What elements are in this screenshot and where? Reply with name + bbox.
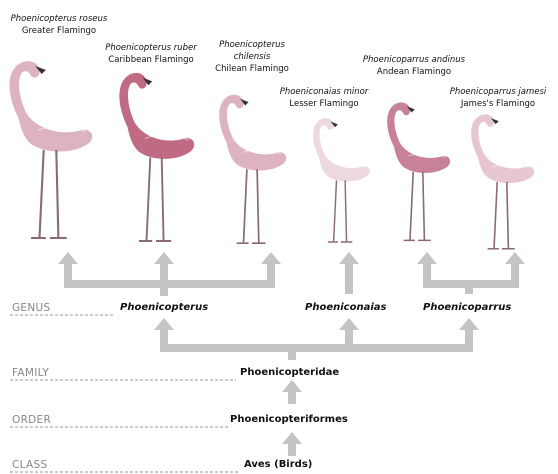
flamingo-icon	[387, 102, 450, 240]
family-value: Phoenicopteridae	[240, 367, 339, 378]
class-value: Aves (Birds)	[244, 459, 312, 470]
flamingo-icon	[471, 114, 534, 248]
genus-phoenicopterus: Phoenicopterus	[120, 302, 208, 313]
species-caption-james: Phoenicoparrus jamesi James's Flamingo	[440, 86, 556, 110]
order-value: Phoenicopteriformes	[230, 414, 348, 425]
family-connector-arrows	[154, 318, 479, 360]
species-caption-lesser: Phoeniconaias minor Lesser Flamingo	[268, 86, 380, 110]
rank-label-genus: GENUS	[12, 302, 50, 314]
class-connector-arrow	[282, 432, 302, 456]
genus-phoeniconaias: Phoeniconaias	[305, 302, 386, 313]
flamingo-icon	[119, 73, 194, 241]
rank-label-class: CLASS	[12, 459, 47, 471]
species-caption-greater: Phoenicopterus roseus Greater Flamingo	[4, 13, 114, 37]
species-caption-andean: Phoenicoparrus andinus Andean Flamingo	[352, 54, 476, 78]
species-caption-caribbean: Phoenicopterus ruber Caribbean Flamingo	[92, 42, 210, 66]
rank-label-order: ORDER	[12, 414, 51, 426]
species-caption-chilean: Phoenicopterus chilensis Chilean Flaming…	[202, 39, 302, 75]
flamingo-icon	[9, 61, 92, 238]
rank-leader-lines	[10, 315, 240, 472]
flamingo-icon	[219, 95, 286, 244]
genus-phoenicoparrus: Phoenicoparrus	[423, 302, 511, 313]
order-connector-arrow	[282, 380, 302, 404]
flamingo-icon	[313, 118, 370, 242]
genus-connector-arrows	[58, 252, 525, 296]
rank-label-family: FAMILY	[12, 367, 49, 379]
